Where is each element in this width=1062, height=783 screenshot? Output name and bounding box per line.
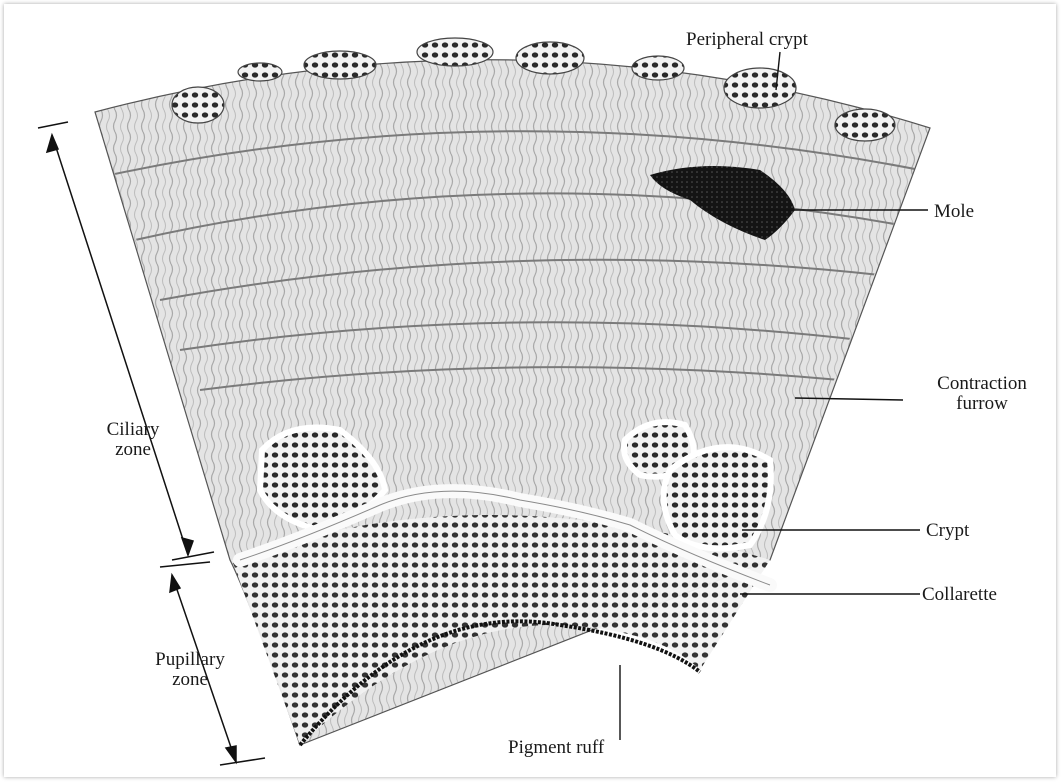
label-peripheral-crypt: Peripheral crypt — [686, 30, 808, 50]
label-contraction-furrow: Contraction furrow — [908, 374, 1056, 414]
label-crypt: Crypt — [926, 521, 969, 541]
label-mole: Mole — [934, 202, 974, 222]
label-ciliary-zone-line2: zone — [78, 440, 188, 460]
label-pupillary-zone-line1: Pupillary — [128, 650, 252, 670]
label-pupillary-zone: Pupillary zone — [128, 650, 252, 690]
label-ciliary-zone: Ciliary zone — [78, 420, 188, 460]
ciliary-tissue — [95, 60, 930, 745]
label-contraction-furrow-line2: furrow — [908, 394, 1056, 414]
iris-sector — [95, 60, 930, 745]
label-pupillary-zone-line2: zone — [128, 670, 252, 690]
label-contraction-furrow-line1: Contraction — [908, 374, 1056, 394]
label-pigment-ruff: Pigment ruff — [508, 738, 604, 758]
label-ciliary-zone-line1: Ciliary — [78, 420, 188, 440]
label-collarette: Collarette — [922, 585, 997, 605]
